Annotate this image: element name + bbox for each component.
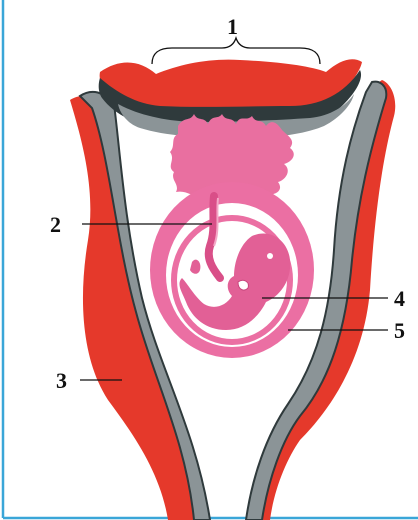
label-5: 5 bbox=[394, 318, 405, 343]
label-1: 1 bbox=[227, 14, 238, 39]
embryo-limb bbox=[238, 280, 248, 290]
label-3: 3 bbox=[56, 368, 67, 393]
label-2: 2 bbox=[50, 212, 61, 237]
embryo-eye bbox=[267, 253, 273, 259]
label-4: 4 bbox=[394, 286, 405, 311]
